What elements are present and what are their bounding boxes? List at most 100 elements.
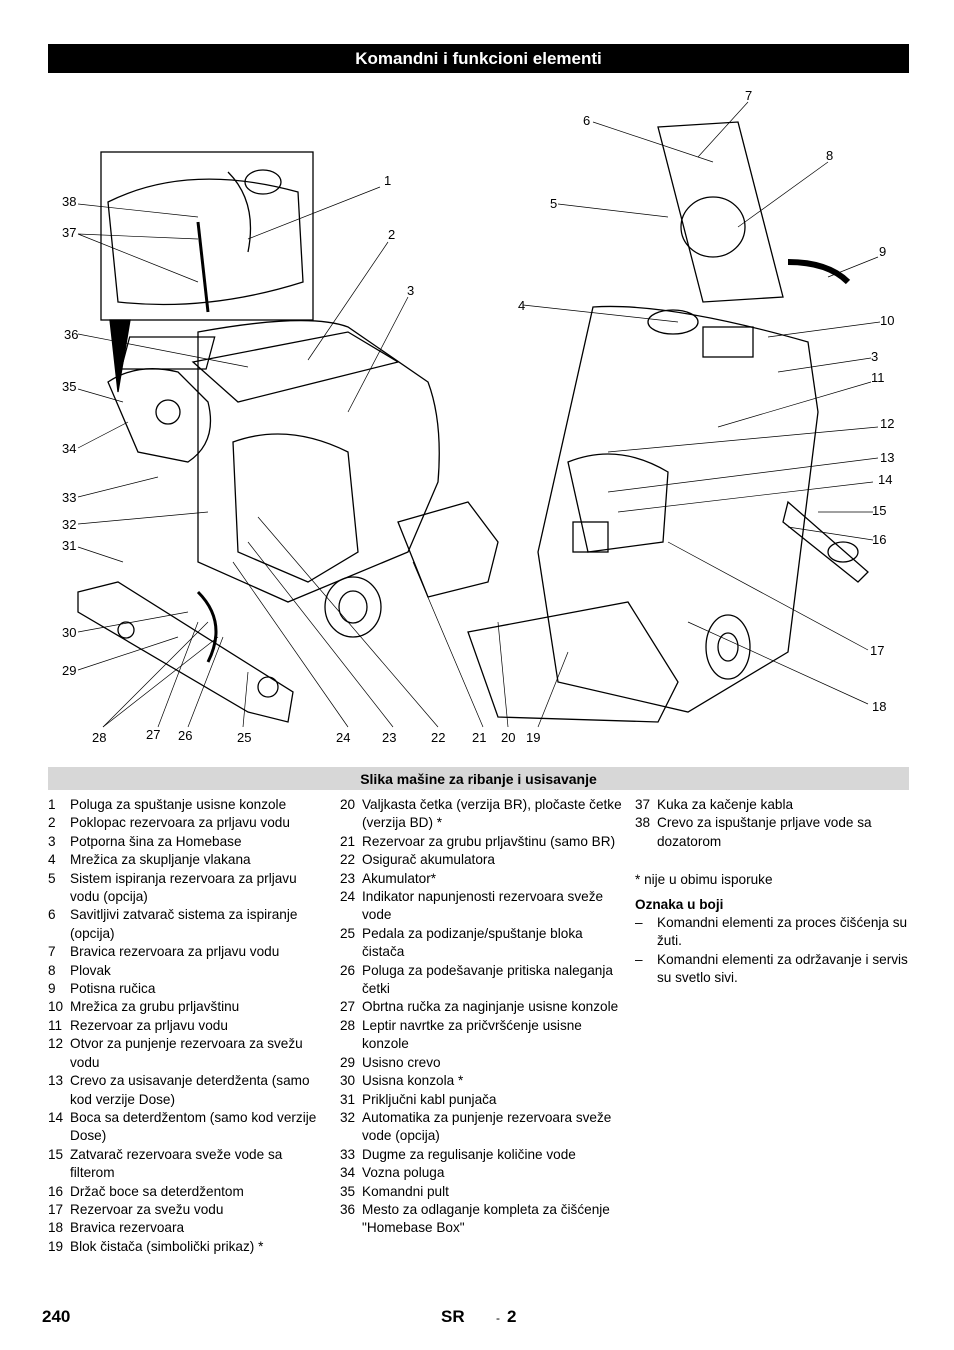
callout-31: 31	[62, 538, 76, 553]
legend-item-text: Plovak	[70, 962, 111, 978]
callout-38: 38	[62, 194, 76, 209]
legend-item-text: Valjkasta četka (verzija BR), pločaste č…	[362, 797, 622, 831]
callout-28: 28	[92, 730, 106, 745]
color-item: – Komandni elementi za održavanje i serv…	[635, 951, 910, 988]
legend-item-number: 21	[340, 833, 356, 849]
language-code: SR	[441, 1307, 465, 1326]
callout-30: 30	[62, 625, 76, 640]
legend-item-number: 37	[635, 797, 651, 812]
legend-item-text: Potporna šina za Homebase	[70, 833, 242, 849]
callout-2: 2	[388, 227, 395, 242]
legend-item-number: 28	[340, 1017, 356, 1033]
dash-marker: –	[635, 915, 643, 931]
legend-item-number: 24	[340, 889, 356, 905]
legend-item-number: 33	[340, 1146, 356, 1162]
legend-item-number: 1	[48, 797, 56, 812]
right-wheel	[705, 614, 751, 680]
callout-22: 22	[431, 730, 445, 745]
legend-item-number: 11	[48, 1017, 63, 1033]
legend-item-text: Poluga za podešavanje pritiska naleganja…	[362, 962, 613, 997]
legend-item-text: Držač boce sa deterdžentom	[70, 1183, 244, 1199]
legend-item-number: 19	[48, 1238, 64, 1254]
legend-item: 19 Blok čistača (simbolički prikaz) *	[48, 1238, 328, 1256]
callout-36: 36	[64, 327, 78, 342]
legend-item-number: 38	[635, 815, 651, 831]
legend-item: 16 Držač boce sa deterdžentom	[48, 1183, 328, 1201]
figure-caption-bar: Slika mašine za ribanje i usisavanje	[48, 767, 909, 790]
callout-6: 6	[583, 113, 590, 128]
legend-item-text: Crevo za ispuštanje prljave vode sa doza…	[657, 815, 872, 849]
figure-caption: Slika mašine za ribanje i usisavanje	[360, 770, 597, 787]
callout-15: 15	[872, 503, 886, 518]
callout-10: 10	[880, 313, 894, 328]
legend-item-text: Leptir navrtke za pričvršćenje usisne ko…	[362, 1017, 582, 1052]
legend-item-number: 16	[48, 1183, 64, 1199]
legend-item-number: 25	[340, 925, 356, 941]
callout-29: 29	[62, 663, 76, 678]
legend-item-number: 34	[340, 1165, 356, 1181]
callout-34: 34	[62, 441, 76, 456]
legend-item-text: Blok čistača (simbolički prikaz) *	[70, 1238, 264, 1254]
callout-8: 8	[826, 148, 833, 163]
legend-item-text: Potisna ručica	[70, 981, 156, 997]
legend-item-number: 10	[48, 999, 64, 1015]
legend-item: 25 Pedala za podizanje/spuštanje bloka či…	[340, 925, 625, 962]
legend-item-text: Boca sa deterdžentom (samo kod verzije D…	[70, 1109, 317, 1144]
legend-item-number: 6	[48, 907, 56, 923]
legend-item-text: Pedala za podizanje/spuštanje bloka čist…	[362, 925, 583, 960]
legend-item-number: 9	[48, 981, 56, 997]
callout-11: 11	[871, 370, 885, 385]
legend-item-number: 32	[340, 1109, 356, 1125]
color-item: – Komandni elementi za proces čišćenja s…	[635, 914, 910, 951]
legend-item-text: Bravica rezervoara	[70, 1220, 185, 1236]
footnote: * nije u obimu isporuke	[635, 872, 773, 888]
callout-27: 27	[146, 727, 160, 742]
machine-drawing: 1 2 3 38 37 36 35 34 33 32 31 30 29 28 2…	[62, 88, 894, 745]
sub-page-number: 2	[507, 1307, 517, 1326]
section-title: Komandni i funkcioni elementi	[355, 48, 602, 68]
legend-item-text: Usisna konzola *	[362, 1073, 464, 1089]
legend-item-text: Mrežica za skupljanje vlakana	[70, 852, 251, 868]
legend-item: 30 Usisna konzola *	[340, 1072, 625, 1090]
legend-item-number: 30	[340, 1073, 356, 1089]
squeegee-left	[77, 581, 294, 723]
callout-13: 13	[880, 450, 894, 465]
legend-item-number: 15	[48, 1146, 64, 1162]
legend-item-text: Obrtna ručka za naginjanje usisne konzol…	[362, 999, 619, 1015]
control-panel	[107, 368, 212, 463]
machine-illustration: 1 2 3 38 37 36 35 34 33 32 31 30 29 28 2…	[48, 82, 909, 762]
legend-item-text: Indikator napunjenosti rezervoara sveže …	[362, 889, 604, 923]
legend-item-number: 13	[48, 1073, 64, 1089]
legend-item-number: 29	[340, 1054, 356, 1070]
color-section-title: Oznaka u boji	[635, 896, 724, 912]
legend-item-text: Otvor za punjenje rezervoara za svežu vo…	[70, 1036, 303, 1070]
legend-item-number: 17	[48, 1201, 64, 1217]
callout-20: 20	[501, 730, 515, 745]
right-machine-body	[537, 305, 819, 713]
scrub-head	[467, 601, 679, 723]
legend-item-number: 35	[340, 1183, 356, 1199]
legend-item-number: 3	[48, 833, 56, 849]
legend-item: 9 Potisna ručica	[48, 980, 328, 998]
callout-33: 33	[62, 490, 76, 505]
callout-4: 4	[518, 298, 525, 313]
